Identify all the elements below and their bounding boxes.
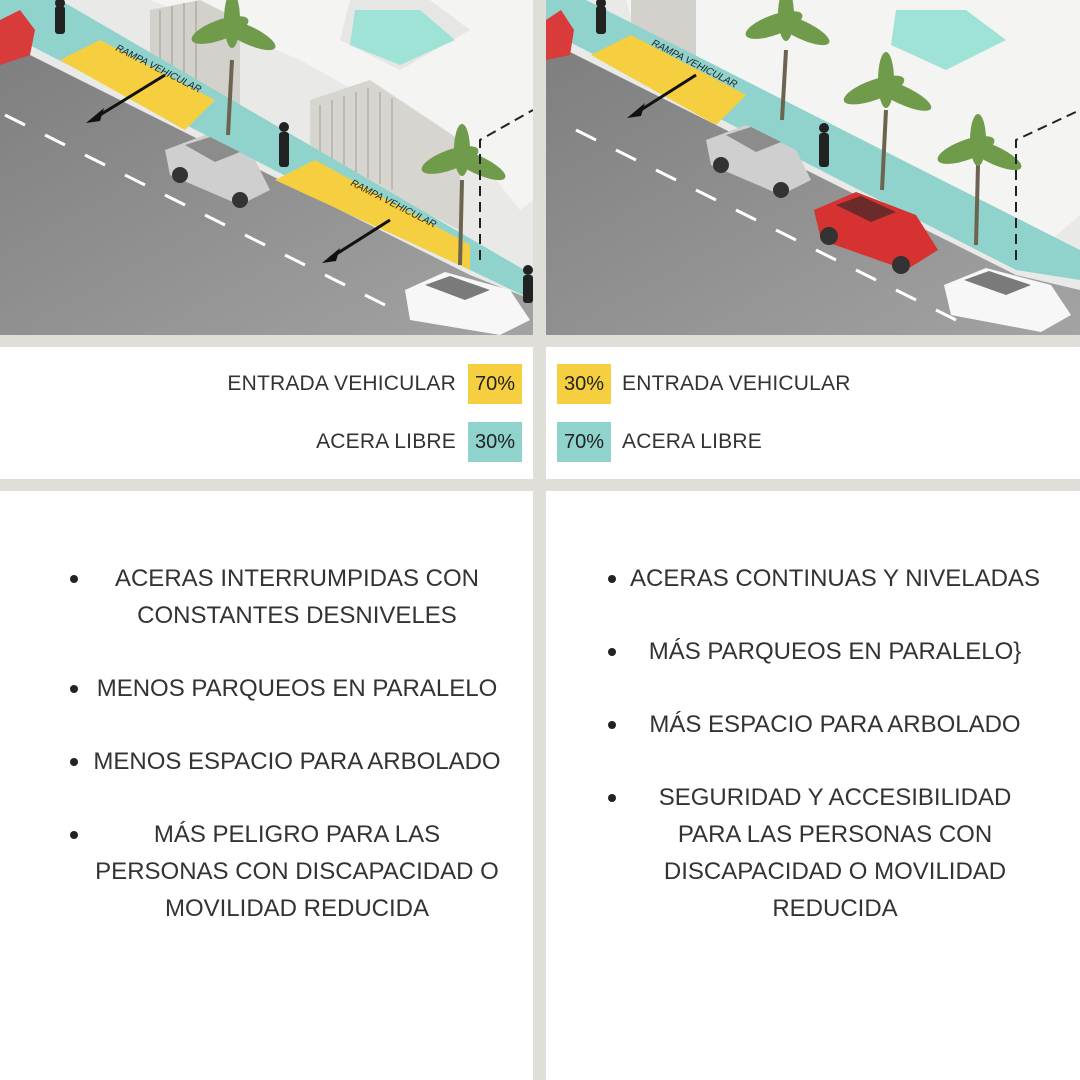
bullet-icon	[70, 758, 78, 766]
bullet-icon	[70, 575, 78, 583]
car-icon	[165, 135, 270, 208]
car-icon	[0, 10, 35, 65]
ramp-right	[591, 35, 746, 125]
arrow-icon	[86, 73, 391, 263]
left-legend-vehicular: ENTRADA VEHICULAR 70%	[227, 364, 522, 404]
legend-label: ACERA LIBRE	[622, 430, 762, 453]
legend-label: ENTRADA VEHICULAR	[227, 372, 456, 395]
list-item: MÁS ESPACIO PARA ARBOLADO	[600, 706, 1070, 743]
palm-tree-icon	[226, 59, 464, 266]
list-item-text: MÁS PARQUEOS EN PARALELO}	[648, 638, 1022, 665]
ramp-1	[60, 40, 215, 130]
left-bullet-list: ACERAS INTERRUMPIDAS CON CONSTANTES DESN…	[62, 560, 532, 963]
list-item: MÁS PELIGRO PARA LAS PERSONAS CON DISCAP…	[62, 816, 532, 927]
list-item-text: ACERAS CONTINUAS Y NIVELADAS	[630, 565, 1040, 592]
horizontal-divider-bottom	[0, 479, 1080, 491]
legend-label: ENTRADA VEHICULAR	[622, 372, 851, 395]
list-item: MENOS ESPACIO PARA ARBOLADO	[62, 743, 532, 780]
right-legend-sidewalk: 70% ACERA LIBRE	[557, 422, 762, 462]
arrow-icon	[627, 73, 697, 118]
ramp-2	[275, 160, 470, 270]
bullet-icon	[70, 831, 78, 839]
bullet-icon	[608, 721, 616, 729]
car-icon	[944, 268, 1071, 332]
list-item-text: MENOS PARQUEOS EN PARALELO	[96, 675, 498, 702]
list-item-text: SEGURIDAD Y ACCESIBILIDAD PARA LAS PERSO…	[658, 784, 1012, 922]
left-street-illustration: RAMPA VEHICULAR RAMPA VEHICULAR	[0, 0, 533, 335]
pedestrian-icon	[596, 0, 829, 167]
list-item: MÁS PARQUEOS EN PARALELO}	[600, 633, 1070, 670]
bullet-icon	[70, 685, 78, 693]
list-item-text: MENOS ESPACIO PARA ARBOLADO	[93, 748, 501, 775]
legend-label: ACERA LIBRE	[316, 430, 456, 453]
horizontal-divider-top	[0, 335, 1080, 347]
list-item-text: ACERAS INTERRUMPIDAS CON CONSTANTES DESN…	[114, 565, 480, 629]
left-legend-sidewalk: ACERA LIBRE 30%	[316, 422, 522, 462]
list-item-text: MÁS ESPACIO PARA ARBOLADO	[649, 711, 1021, 738]
percentage-badge: 70%	[468, 364, 522, 404]
percentage-badge: 30%	[557, 364, 611, 404]
right-legend-vehicular: 30% ENTRADA VEHICULAR	[557, 364, 851, 404]
car-icon	[546, 10, 574, 60]
car-icon	[814, 192, 938, 274]
list-item-text: MÁS PELIGRO PARA LAS PERSONAS CON DISCAP…	[95, 821, 499, 922]
right-bullet-list: ACERAS CONTINUAS Y NIVELADAS MÁS PARQUEO…	[600, 560, 1070, 963]
pedestrian-icon	[55, 0, 533, 303]
palm-tree-icon	[780, 49, 980, 246]
bullet-icon	[608, 794, 616, 802]
list-item: ACERAS CONTINUAS Y NIVELADAS	[600, 560, 1070, 597]
car-icon	[405, 272, 530, 335]
right-street-illustration: RAMPA VEHICULAR	[546, 0, 1080, 335]
list-item: ACERAS INTERRUMPIDAS CON CONSTANTES DESN…	[62, 560, 532, 634]
bullet-icon	[608, 575, 616, 583]
vertical-divider	[533, 0, 546, 1080]
percentage-badge: 70%	[557, 422, 611, 462]
percentage-badge: 30%	[468, 422, 522, 462]
car-icon	[706, 125, 811, 198]
bullet-icon	[608, 648, 616, 656]
list-item: SEGURIDAD Y ACCESIBILIDAD PARA LAS PERSO…	[600, 779, 1070, 927]
list-item: MENOS PARQUEOS EN PARALELO	[62, 670, 532, 707]
